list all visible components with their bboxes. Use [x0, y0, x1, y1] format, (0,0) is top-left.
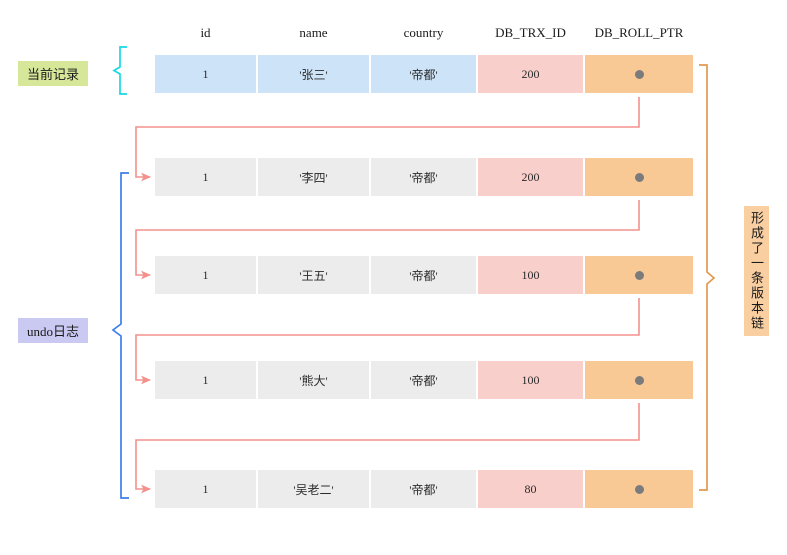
cell-name: '张三': [258, 55, 369, 93]
column-header-id: id: [200, 25, 211, 40]
column-header-name: name: [299, 25, 328, 40]
cell-db-roll-ptr: [585, 470, 693, 508]
cell-country: '帝都': [371, 470, 476, 508]
cell-country: '帝都': [371, 256, 476, 294]
cell-id: 1: [155, 256, 256, 294]
cell-country: '帝都': [371, 361, 476, 399]
cell-country: '帝都': [371, 55, 476, 93]
label-version-chain: 形成了一条版本链: [744, 206, 769, 336]
roll-pointer-dot-icon: [634, 69, 644, 79]
cell-db-trx-id: 100: [478, 361, 583, 399]
cell-id: 1: [155, 470, 256, 508]
table-row[interactable]: 1 '吴老二' '帝都' 80: [155, 470, 693, 508]
cell-db-roll-ptr: [585, 55, 693, 93]
cell-id: 1: [155, 158, 256, 196]
cell-db-roll-ptr: [585, 361, 693, 399]
brace-version-chain: [699, 64, 716, 491]
cell-db-trx-id: 100: [478, 256, 583, 294]
cell-db-trx-id: 80: [478, 470, 583, 508]
table-row[interactable]: 1 '李四' '帝都' 200: [155, 158, 693, 196]
table-row[interactable]: 1 '熊大' '帝都' 100: [155, 361, 693, 399]
cell-name: '王五': [258, 256, 369, 294]
column-header-country: country: [403, 25, 444, 40]
cell-db-trx-id: 200: [478, 158, 583, 196]
label-undo-log: undo日志: [18, 318, 89, 343]
cell-db-trx-id: 200: [478, 55, 583, 93]
roll-pointer-dot-icon: [634, 270, 644, 280]
label-current-record: 当前记录: [18, 61, 89, 86]
cell-country: '帝都': [371, 158, 476, 196]
table-row[interactable]: 1 '张三' '帝都' 200: [155, 55, 693, 93]
cell-id: 1: [155, 55, 256, 93]
cell-name: '吴老二': [258, 470, 369, 508]
brace-undo-log: [111, 172, 129, 499]
roll-pointer-dot-icon: [634, 172, 644, 182]
cell-name: '李四': [258, 158, 369, 196]
table-row[interactable]: 1 '王五' '帝都' 100: [155, 256, 693, 294]
roll-pointer-dot-icon: [634, 375, 644, 385]
brace-current-record: [112, 46, 127, 95]
cell-name: '熊大': [258, 361, 369, 399]
column-header-db-trx-id: DB_TRX_ID: [495, 25, 566, 40]
roll-pointer-dot-icon: [634, 484, 644, 494]
cell-id: 1: [155, 361, 256, 399]
cell-db-roll-ptr: [585, 256, 693, 294]
column-header-db-roll-ptr: DB_ROLL_PTR: [594, 25, 684, 40]
cell-db-roll-ptr: [585, 158, 693, 196]
